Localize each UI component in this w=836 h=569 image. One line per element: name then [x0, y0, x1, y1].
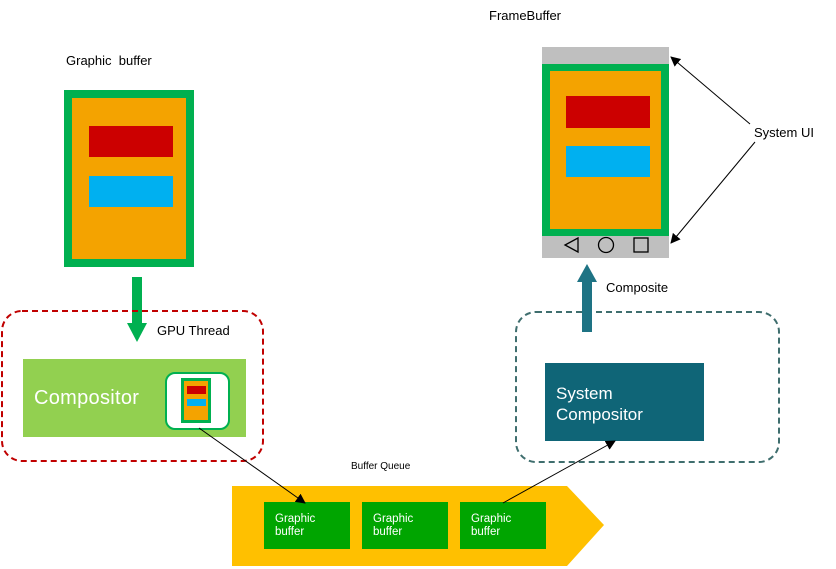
down-arrow-icon	[127, 277, 147, 342]
queue-buffer-1-line1: Graphic	[275, 513, 316, 525]
gpu-thread-region	[1, 310, 264, 462]
queue-buffer-2	[362, 502, 448, 549]
system-compositor-label-line1: System	[556, 384, 613, 403]
framebuffer-label: FrameBuffer	[489, 8, 562, 23]
queue-buffer-2-line1: Graphic	[373, 513, 414, 525]
system-ui-arrow-bottom	[670, 141, 756, 244]
queue-buffer-3-label: Graphic buffer	[471, 513, 511, 539]
gpu-thread-label: GPU Thread	[157, 323, 230, 338]
system-compositor-label-line2: Compositor	[556, 405, 643, 424]
queue-buffer-1	[264, 502, 350, 549]
queue-buffer-1-line2: buffer	[275, 526, 305, 538]
system-compositor-box	[545, 363, 704, 441]
system-compositor-region	[515, 311, 780, 463]
system-compositor-label: System Compositor	[556, 383, 643, 425]
queue-buffer-1-label: Graphic buffer	[275, 513, 315, 539]
compositor-label: Compositor	[34, 387, 140, 409]
back-triangle-icon	[563, 236, 579, 254]
compositor-buffer-thumbnail	[165, 372, 230, 430]
queue-buffer-2-line2: buffer	[373, 526, 403, 538]
system-ui-label: System UI	[754, 125, 814, 140]
framebuffer-phone	[542, 47, 669, 258]
buffer-queue-label: Buffer Queue	[351, 461, 411, 472]
queue-buffer-3	[460, 502, 546, 549]
recents-square-icon	[633, 237, 649, 253]
graphic-buffer-title: Graphic buffer	[66, 53, 152, 68]
home-circle-icon	[597, 236, 615, 254]
composite-label: Composite	[606, 280, 669, 295]
graphic-buffer-illustration	[64, 90, 194, 267]
system-ui-arrow-top	[670, 56, 751, 125]
queue-buffer-3-line1: Graphic	[471, 513, 512, 525]
composite-up-arrow-icon	[577, 264, 597, 332]
queue-buffer-3-line2: buffer	[471, 526, 501, 538]
queue-buffer-2-label: Graphic buffer	[373, 513, 413, 539]
